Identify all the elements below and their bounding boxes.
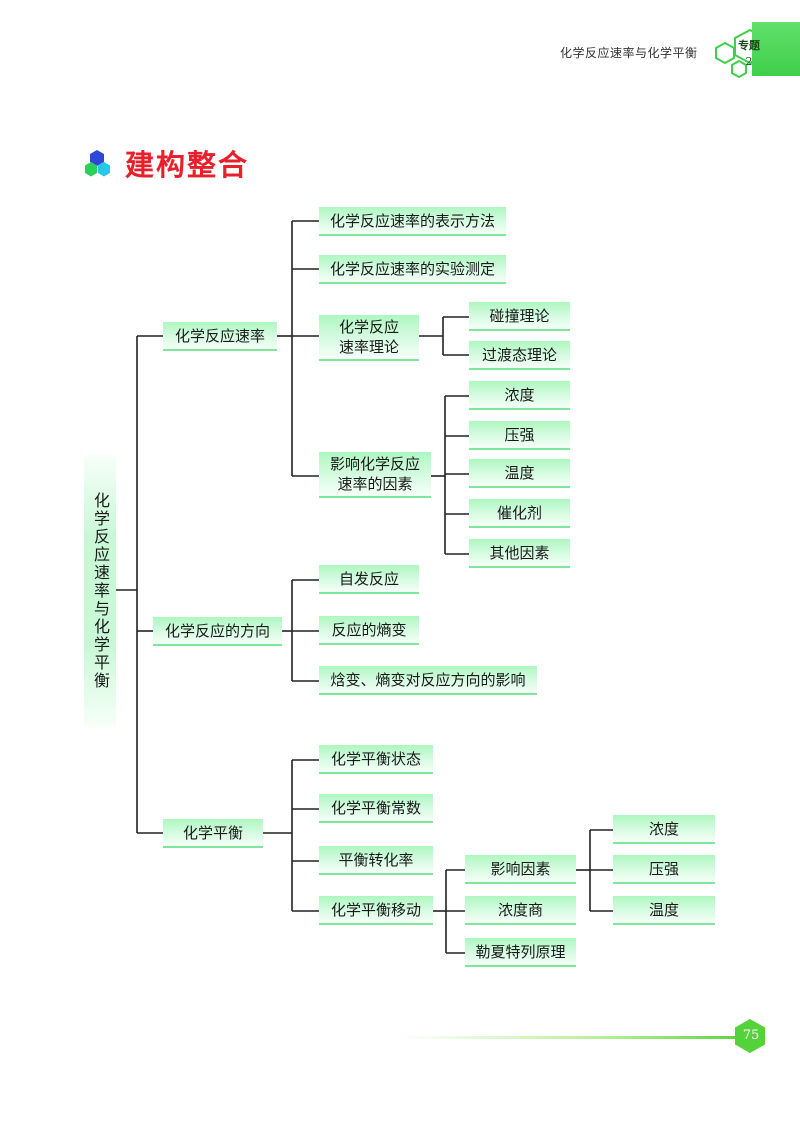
- cubes-icon: [85, 150, 110, 177]
- node-transition-state-theory: 过渡态理论: [469, 341, 570, 370]
- root-node: 化学反应速率与化学平衡: [84, 455, 116, 727]
- node-equilibrium-conversion: 平衡转化率: [319, 846, 433, 875]
- node-shift-pressure: 压强: [613, 855, 715, 884]
- node-le-chatelier: 勒夏特列原理: [465, 938, 576, 967]
- chapter-badge-number: 2: [745, 55, 753, 68]
- chapter-badge-label: 专题: [738, 39, 760, 52]
- chapter-title: 化学反应速率与化学平衡: [560, 46, 698, 60]
- node-shift-temperature: 温度: [613, 896, 715, 925]
- footer-gradient-line: [400, 1036, 735, 1039]
- node-rate-factors: 影响化学反应速率的因素: [319, 452, 431, 498]
- header-accent-bar: [752, 22, 800, 76]
- node-equilibrium-constant: 化学平衡常数: [319, 794, 433, 823]
- section-title: 建构整合: [125, 148, 250, 182]
- node-shift-concentration: 浓度: [613, 815, 715, 844]
- node-enthalpy-entropy-influence: 焓变、熵变对反应方向的影响: [319, 666, 537, 695]
- node-factor-temperature: 温度: [469, 459, 570, 488]
- node-rate-measurement: 化学反应速率的实验测定: [319, 255, 506, 284]
- node-factor-catalyst: 催化剂: [469, 499, 570, 528]
- node-spontaneous-reaction: 自发反应: [319, 565, 419, 594]
- node-factor-other: 其他因素: [469, 539, 570, 568]
- node-reaction-rate: 化学反应速率: [163, 322, 277, 351]
- node-collision-theory: 碰撞理论: [469, 302, 570, 331]
- node-equilibrium-shift: 化学平衡移动: [319, 896, 433, 925]
- root-label: 化学反应速率与化学平衡: [91, 492, 110, 690]
- node-entropy-change: 反应的熵变: [319, 616, 419, 645]
- node-rate-theory: 化学反应速率理论: [319, 315, 419, 361]
- page-number: 75: [742, 1028, 760, 1043]
- node-shift-factors: 影响因素: [465, 855, 576, 884]
- node-equilibrium-state: 化学平衡状态: [319, 745, 433, 774]
- node-chemical-equilibrium: 化学平衡: [163, 819, 263, 848]
- node-reaction-direction: 化学反应的方向: [153, 617, 282, 646]
- node-reaction-quotient: 浓度商: [465, 896, 576, 925]
- page-number-hexagon-icon: [735, 1019, 765, 1053]
- node-factor-concentration: 浓度: [469, 381, 570, 410]
- node-rate-expression: 化学反应速率的表示方法: [319, 207, 506, 236]
- node-factor-pressure: 压强: [469, 421, 570, 450]
